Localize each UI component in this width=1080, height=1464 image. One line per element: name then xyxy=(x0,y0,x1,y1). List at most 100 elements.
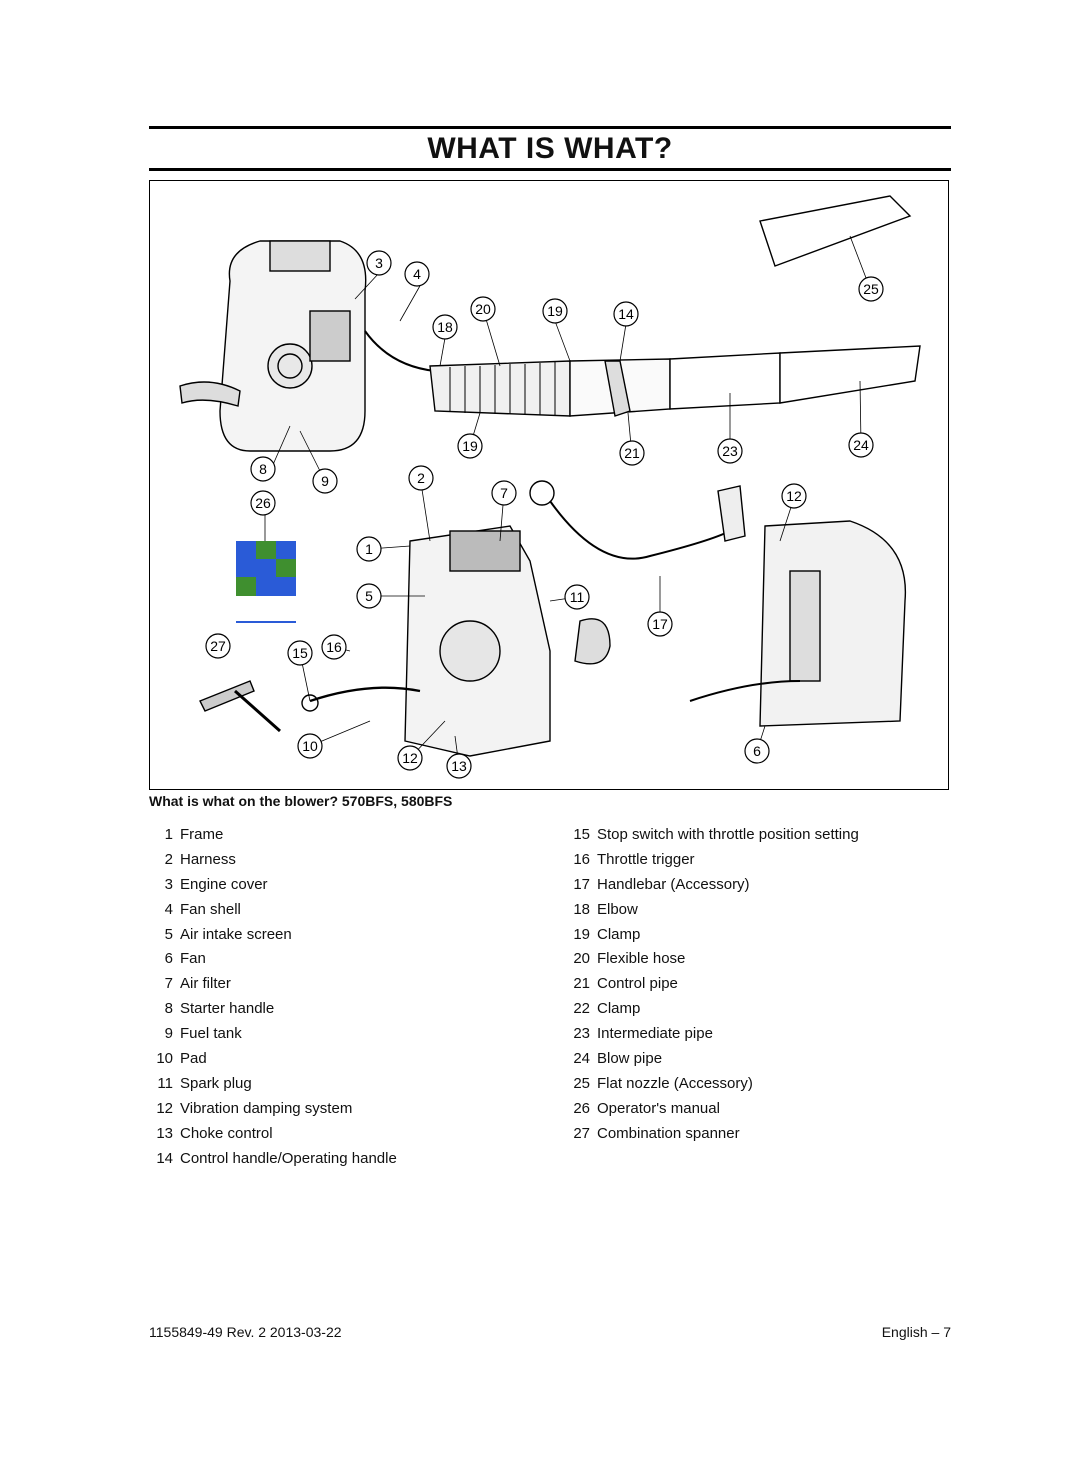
part-label: Air intake screen xyxy=(180,925,292,943)
part-number: 14 xyxy=(156,1149,173,1167)
svg-text:8: 8 xyxy=(259,461,267,477)
part-label: Fuel tank xyxy=(180,1025,242,1043)
svg-text:2: 2 xyxy=(417,470,425,486)
part-list-item: 10 Pad xyxy=(149,1047,549,1072)
callout-13: 13 xyxy=(446,753,472,779)
svg-text:20: 20 xyxy=(475,301,491,317)
blow-pipe xyxy=(779,345,921,404)
part-number: 10 xyxy=(156,1050,173,1068)
part-number: 22 xyxy=(573,1000,590,1018)
callout-25: 25 xyxy=(858,276,884,302)
part-number: 6 xyxy=(164,950,173,968)
svg-text:4: 4 xyxy=(413,266,421,282)
part-list-item: 15 Stop switch with throttle position set… xyxy=(566,823,956,848)
svg-text:10: 10 xyxy=(302,738,318,754)
part-label: Spark plug xyxy=(180,1074,252,1092)
callout-7: 7 xyxy=(491,480,517,506)
part-number: 24 xyxy=(573,1050,590,1068)
callout-2: 2 xyxy=(408,465,434,491)
callout-1: 1 xyxy=(356,536,382,562)
callout-27: 27 xyxy=(205,633,231,659)
callout-15: 15 xyxy=(287,640,313,666)
callout-5: 5 xyxy=(356,583,382,609)
part-list-item: 25 Flat nozzle (Accessory) xyxy=(566,1072,956,1097)
part-label: Operator's manual xyxy=(597,1099,720,1117)
callout-6: 6 xyxy=(744,738,770,764)
part-label: Throttle trigger xyxy=(597,850,695,868)
part-label: Flat nozzle (Accessory) xyxy=(597,1074,753,1092)
intermediate-pipe xyxy=(669,352,781,410)
svg-text:9: 9 xyxy=(321,473,329,489)
svg-text:24: 24 xyxy=(853,437,869,453)
part-label: Elbow xyxy=(597,900,638,918)
part-number: 23 xyxy=(573,1025,590,1043)
part-label: Pad xyxy=(180,1050,207,1068)
part-number: 15 xyxy=(573,826,590,843)
callout-19: 19 xyxy=(542,298,568,324)
callout-24: 24 xyxy=(848,432,874,458)
parts-list-right: 15 Stop switch with throttle position set… xyxy=(566,823,956,1147)
control-handle xyxy=(604,360,631,417)
part-number: 8 xyxy=(164,1000,173,1018)
svg-text:1: 1 xyxy=(365,541,373,557)
callout-12: 12 xyxy=(781,483,807,509)
callout-17: 17 xyxy=(647,611,673,637)
part-label: Engine cover xyxy=(180,875,268,893)
callout-21: 21 xyxy=(619,440,645,466)
callout-8: 8 xyxy=(250,456,276,482)
svg-text:13: 13 xyxy=(451,758,467,774)
callout-9: 9 xyxy=(312,468,338,494)
part-label: Harness xyxy=(180,850,236,868)
part-list-item: 26 Operator's manual xyxy=(566,1097,956,1122)
combination-spanner xyxy=(199,680,255,712)
svg-text:12: 12 xyxy=(402,750,418,766)
svg-text:19: 19 xyxy=(547,303,563,319)
svg-text:17: 17 xyxy=(652,616,668,632)
svg-text:18: 18 xyxy=(437,319,453,335)
part-number: 25 xyxy=(573,1074,590,1092)
part-label: Stop switch with throttle position setti… xyxy=(597,826,859,843)
callout-14: 14 xyxy=(613,301,639,327)
part-label: Vibration damping system xyxy=(180,1099,353,1117)
part-label: Flexible hose xyxy=(597,950,686,968)
flexible-hose xyxy=(429,360,571,417)
callout-11: 11 xyxy=(564,584,590,610)
part-list-item: 14 Control handle/Operating handle xyxy=(149,1147,549,1172)
callout-18: 18 xyxy=(432,314,458,340)
part-number: 26 xyxy=(573,1099,590,1117)
svg-text:3: 3 xyxy=(375,255,383,271)
part-label: Air filter xyxy=(180,975,231,993)
side-view-body xyxy=(759,520,907,727)
part-label: Control pipe xyxy=(597,975,678,993)
svg-text:11: 11 xyxy=(570,589,585,605)
svg-text:7: 7 xyxy=(500,485,508,501)
callout-10: 10 xyxy=(297,733,323,759)
svg-text:15: 15 xyxy=(292,645,308,661)
svg-text:21: 21 xyxy=(624,445,640,461)
callout-26: 26 xyxy=(250,490,276,516)
part-number: 5 xyxy=(164,925,173,943)
callout-12: 12 xyxy=(397,745,423,771)
callout-20: 20 xyxy=(470,296,496,322)
page-label: English – 7 xyxy=(881,1324,951,1340)
page-title: WHAT IS WHAT? xyxy=(427,132,673,165)
svg-text:23: 23 xyxy=(722,443,738,459)
part-label: Handlebar (Accessory) xyxy=(597,875,750,893)
part-number: 20 xyxy=(573,950,590,968)
callout-3: 3 xyxy=(366,250,392,276)
svg-text:19: 19 xyxy=(462,438,478,454)
part-label: Control handle/Operating handle xyxy=(180,1149,397,1167)
